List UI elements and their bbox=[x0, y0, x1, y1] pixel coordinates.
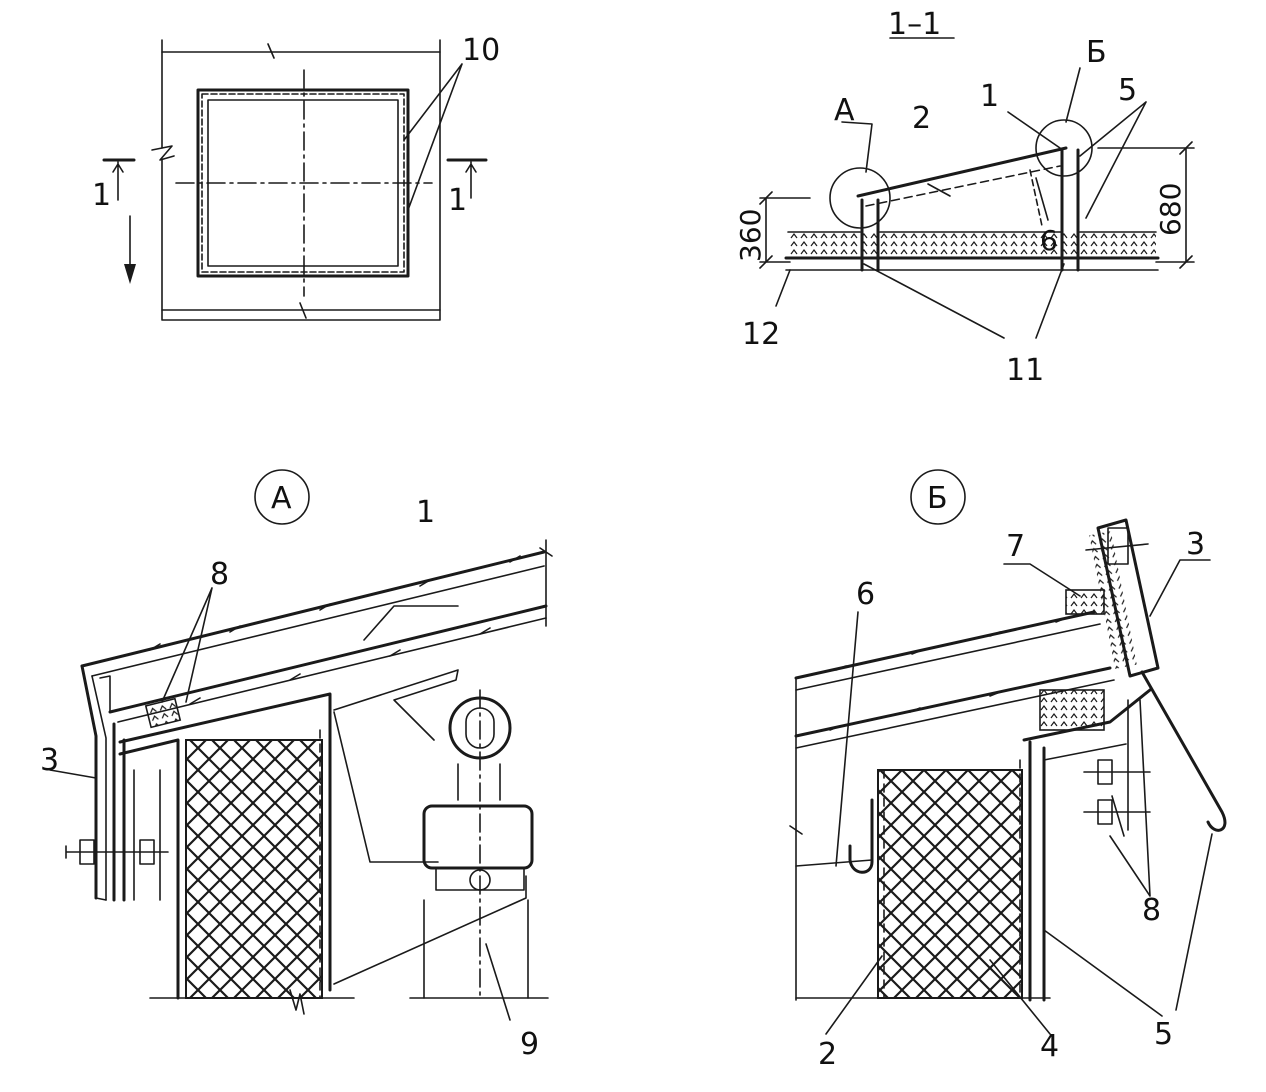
section-labels: 1–1 А Б 1 2 5 6 11 12 360 680 bbox=[734, 7, 1187, 388]
detail-a-title: А bbox=[271, 481, 292, 516]
detail-b-title: Б bbox=[927, 481, 948, 516]
section-callout-5: 5 bbox=[1118, 73, 1137, 108]
detail-b-callout-3: 3 bbox=[1186, 527, 1205, 562]
detail-a-callout-1: 1 bbox=[416, 495, 435, 530]
section-callout-6: 6 bbox=[1040, 224, 1058, 257]
detail-b-labels: Б 2 3 4 5 6 7 8 bbox=[818, 481, 1205, 1072]
section-callout-2: 2 bbox=[912, 101, 931, 136]
section-view bbox=[759, 37, 1195, 339]
section-dim-680: 680 bbox=[1154, 183, 1187, 236]
plan-callout-10: 10 bbox=[462, 33, 500, 68]
section-node-b: Б bbox=[1086, 35, 1107, 70]
detail-a-callout-9: 9 bbox=[520, 1027, 539, 1062]
plan-labels: 10 1 1 bbox=[92, 33, 500, 218]
plan-section-mark-left: 1 bbox=[92, 178, 111, 213]
plan-section-mark-right: 1 bbox=[448, 183, 467, 218]
section-callout-12: 12 bbox=[742, 317, 780, 352]
detail-b-callout-4: 4 bbox=[1040, 1029, 1059, 1064]
detail-b-callout-8: 8 bbox=[1142, 893, 1161, 928]
detail-a-callout-3: 3 bbox=[40, 743, 59, 778]
detail-b-callout-2: 2 bbox=[818, 1037, 837, 1072]
detail-b-callout-5: 5 bbox=[1154, 1017, 1173, 1052]
section-callout-1: 1 bbox=[980, 79, 999, 114]
detail-b bbox=[789, 469, 1227, 1035]
detail-b-callout-7: 7 bbox=[1006, 529, 1025, 564]
section-node-a: А bbox=[834, 93, 855, 128]
section-title: 1–1 bbox=[888, 7, 941, 42]
detail-b-callout-6: 6 bbox=[856, 577, 875, 612]
detail-a-callout-8: 8 bbox=[210, 557, 229, 592]
plan-view bbox=[102, 39, 488, 321]
detail-a bbox=[49, 469, 553, 1021]
detail-a-labels: А 1 3 8 9 bbox=[40, 481, 539, 1062]
section-dim-360: 360 bbox=[734, 209, 767, 262]
section-callout-11: 11 bbox=[1006, 353, 1044, 388]
